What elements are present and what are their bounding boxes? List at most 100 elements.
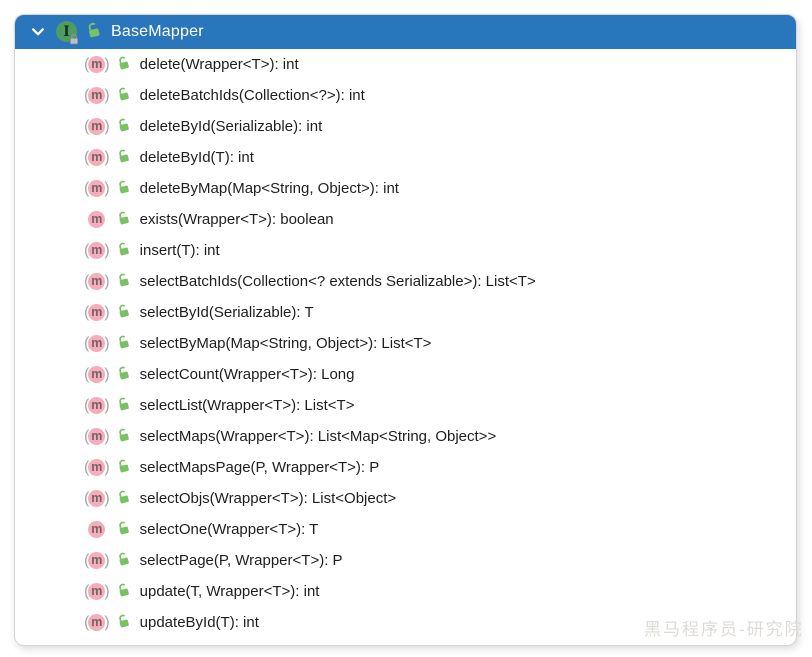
open-lock-icon [116,303,131,323]
open-lock-icon [116,210,131,230]
tree-item-method[interactable]: ( m ) selectPage(P, Wrapper<T>): P [15,545,796,576]
tree-item-method[interactable]: ( m ) deleteByMap(Map<String, Object>): … [15,173,796,204]
abstract-paren-left: ( [84,428,90,445]
method-signature: update(T, Wrapper<T>): int [139,583,320,600]
method-letter: m [88,56,106,73]
tree-root-basemapper[interactable]: I BaseMapper [15,15,796,49]
tree-item-method[interactable]: ( m ) deleteById(T): int [15,142,796,173]
abstract-paren-left: ( [84,366,90,383]
tree-item-method[interactable]: ( m ) delete(Wrapper<T>): int [15,49,796,80]
method-icon: ( m ) [84,397,110,414]
method-icon: ( m ) [85,211,109,228]
tree-item-method[interactable]: ( m ) selectMapsPage(P, Wrapper<T>): P [15,452,796,483]
method-letter: m [88,614,106,631]
open-lock-icon [116,179,131,199]
tree-item-method[interactable]: ( m ) selectById(Serializable): T [15,297,796,328]
method-letter: m [88,304,106,321]
abstract-paren-left: ( [84,273,90,290]
small-lock-icon [70,34,78,45]
method-list: ( m ) delete(Wrapper<T>): int ( m ) [15,49,796,638]
method-letter: m [88,242,106,259]
method-signature: exists(Wrapper<T>): boolean [139,211,334,228]
chevron-down-icon[interactable] [29,23,47,41]
abstract-paren-right: ) [104,56,110,73]
abstract-paren-right: ) [104,366,110,383]
abstract-paren-right: ) [104,335,110,352]
method-letter: m [88,552,106,569]
tree-item-method[interactable]: ( m ) selectOne(Wrapper<T>): T [15,514,796,545]
method-letter: m [88,335,106,352]
open-lock-icon [116,613,131,633]
method-icon: ( m ) [84,56,110,73]
method-icon: ( m ) [84,583,110,600]
method-signature: selectPage(P, Wrapper<T>): P [139,552,343,569]
interface-icon: I [56,20,80,45]
open-lock-icon [116,551,131,571]
abstract-paren-left: ( [84,304,90,321]
tree-item-method[interactable]: ( m ) selectObjs(Wrapper<T>): List<Objec… [15,483,796,514]
method-signature: updateById(T): int [139,614,259,631]
abstract-paren-right: ) [104,273,110,290]
method-icon: ( m ) [84,459,110,476]
open-lock-icon [116,86,131,106]
method-icon: ( m ) [85,521,109,538]
method-signature: deleteBatchIds(Collection<?>): int [139,87,365,104]
method-icon: ( m ) [84,242,110,259]
tree-item-method[interactable]: ( m ) selectByMap(Map<String, Object>): … [15,328,796,359]
method-icon: ( m ) [84,87,110,104]
tree-item-method[interactable]: ( m ) deleteBatchIds(Collection<?>): int [15,80,796,111]
structure-popup: I BaseMapper ( m ) [14,14,797,646]
tree-item-method[interactable]: ( m ) selectCount(Wrapper<T>): Long [15,359,796,390]
method-signature: selectByMap(Map<String, Object>): List<T… [139,335,432,352]
method-letter: m [88,180,106,197]
open-lock-icon [116,520,131,540]
method-icon: ( m ) [84,149,110,166]
method-signature: selectMapsPage(P, Wrapper<T>): P [139,459,380,476]
abstract-paren-left: ( [84,180,90,197]
abstract-paren-left: ( [84,490,90,507]
abstract-paren-right: ) [104,87,110,104]
method-signature: selectList(Wrapper<T>): List<T> [139,397,355,414]
method-icon: ( m ) [84,614,110,631]
tree-item-method[interactable]: ( m ) insert(T): int [15,235,796,266]
open-lock-icon [116,272,131,292]
method-signature: insert(T): int [139,242,220,259]
method-signature: delete(Wrapper<T>): int [139,56,299,73]
method-icon: ( m ) [84,552,110,569]
method-letter: m [88,521,106,538]
abstract-paren-left: ( [84,397,90,414]
abstract-paren-left: ( [84,335,90,352]
method-icon: ( m ) [84,428,110,445]
tree-item-method[interactable]: ( m ) selectBatchIds(Collection<? extend… [15,266,796,297]
abstract-paren-right: ) [104,304,110,321]
abstract-paren-right: ) [104,397,110,414]
method-icon: ( m ) [84,490,110,507]
abstract-paren-right: ) [104,180,110,197]
method-letter: m [88,459,106,476]
tree-item-method[interactable]: ( m ) deleteById(Serializable): int [15,111,796,142]
abstract-paren-right: ) [104,583,110,600]
method-letter: m [88,118,106,135]
tree-item-method[interactable]: ( m ) selectMaps(Wrapper<T>): List<Map<S… [15,421,796,452]
open-lock-icon [116,582,131,602]
abstract-paren-left: ( [84,614,90,631]
method-signature: selectMaps(Wrapper<T>): List<Map<String,… [139,428,497,445]
abstract-paren-left: ( [84,242,90,259]
tree-item-method[interactable]: ( m ) exists(Wrapper<T>): boolean [15,204,796,235]
method-icon: ( m ) [84,366,110,383]
tree-item-method[interactable]: ( m ) updateById(T): int [15,607,796,638]
open-lock-icon [116,148,131,168]
abstract-paren-right: ) [104,149,110,166]
abstract-paren-right: ) [104,242,110,259]
abstract-paren-left: ( [84,552,90,569]
abstract-paren-left: ( [84,87,90,104]
method-signature: selectBatchIds(Collection<? extends Seri… [139,273,536,290]
open-lock-icon [116,117,131,137]
method-icon: ( m ) [84,273,110,290]
tree-item-method[interactable]: ( m ) selectList(Wrapper<T>): List<T> [15,390,796,421]
tree-item-method[interactable]: ( m ) update(T, Wrapper<T>): int [15,576,796,607]
method-letter: m [88,87,106,104]
interface-name: BaseMapper [111,23,204,40]
open-lock-icon [116,55,131,75]
method-letter: m [88,211,106,228]
